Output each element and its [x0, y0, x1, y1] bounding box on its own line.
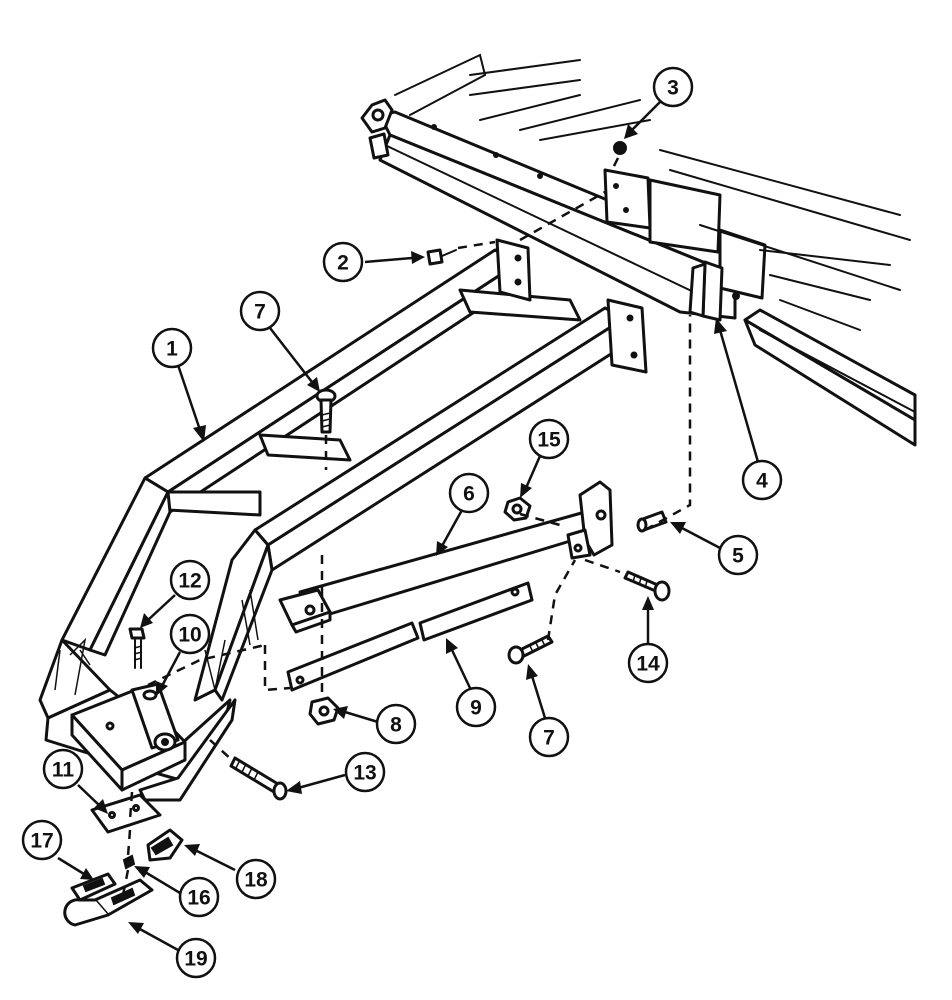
- callout-14: 14: [627, 642, 669, 684]
- callout-6: 6: [448, 472, 490, 514]
- callout-label: 19: [184, 948, 207, 971]
- callout-2: 2: [322, 241, 364, 283]
- callout-label: 7: [254, 301, 266, 324]
- callout-label: 13: [353, 762, 376, 785]
- leader-lines: [57, 99, 760, 952]
- callout-label: 12: [178, 570, 201, 593]
- callout-label: 17: [30, 830, 53, 853]
- callout-7-lower: 7: [528, 716, 570, 758]
- callout-label: 10: [178, 624, 201, 647]
- callout-label: 1: [166, 338, 178, 361]
- callout-label: 2: [337, 252, 349, 275]
- callout-label: 9: [470, 697, 482, 720]
- callout-label: 18: [244, 869, 268, 892]
- callout-label: 7: [543, 727, 555, 750]
- callout-18: 18: [235, 858, 277, 900]
- callout-label: 4: [756, 470, 768, 493]
- callout-13: 13: [344, 751, 386, 793]
- callout-12: 12: [169, 559, 211, 601]
- callout-8: 8: [375, 703, 417, 745]
- callout-label: 8: [390, 714, 402, 737]
- callout-19: 19: [175, 937, 217, 979]
- callout-11: 11: [42, 748, 84, 790]
- callout-7-upper: 7: [239, 290, 281, 332]
- callout-9: 9: [455, 686, 497, 728]
- machine-frame: [360, 53, 917, 447]
- callout-5: 5: [717, 534, 759, 576]
- callout-label: 5: [732, 545, 744, 568]
- hitch-pin-parts: [63, 793, 184, 927]
- callout-label: 14: [636, 653, 660, 676]
- callout-4: 4: [741, 459, 783, 501]
- clevis-block: [70, 627, 187, 792]
- callout-16: 16: [178, 876, 220, 918]
- callout-15: 15: [528, 418, 570, 460]
- callout-3: 3: [652, 66, 694, 108]
- callout-1: 1: [151, 327, 193, 369]
- callout-label: 15: [537, 429, 561, 452]
- assembly-lines: [120, 157, 692, 901]
- callout-label: 16: [187, 887, 210, 910]
- callout-10: 10: [169, 613, 211, 655]
- callout-label: 11: [52, 759, 75, 782]
- callout-label: 3: [667, 77, 679, 100]
- brace-and-strap: [278, 480, 614, 692]
- callout-label: 6: [463, 483, 475, 506]
- callout-17: 17: [21, 819, 63, 861]
